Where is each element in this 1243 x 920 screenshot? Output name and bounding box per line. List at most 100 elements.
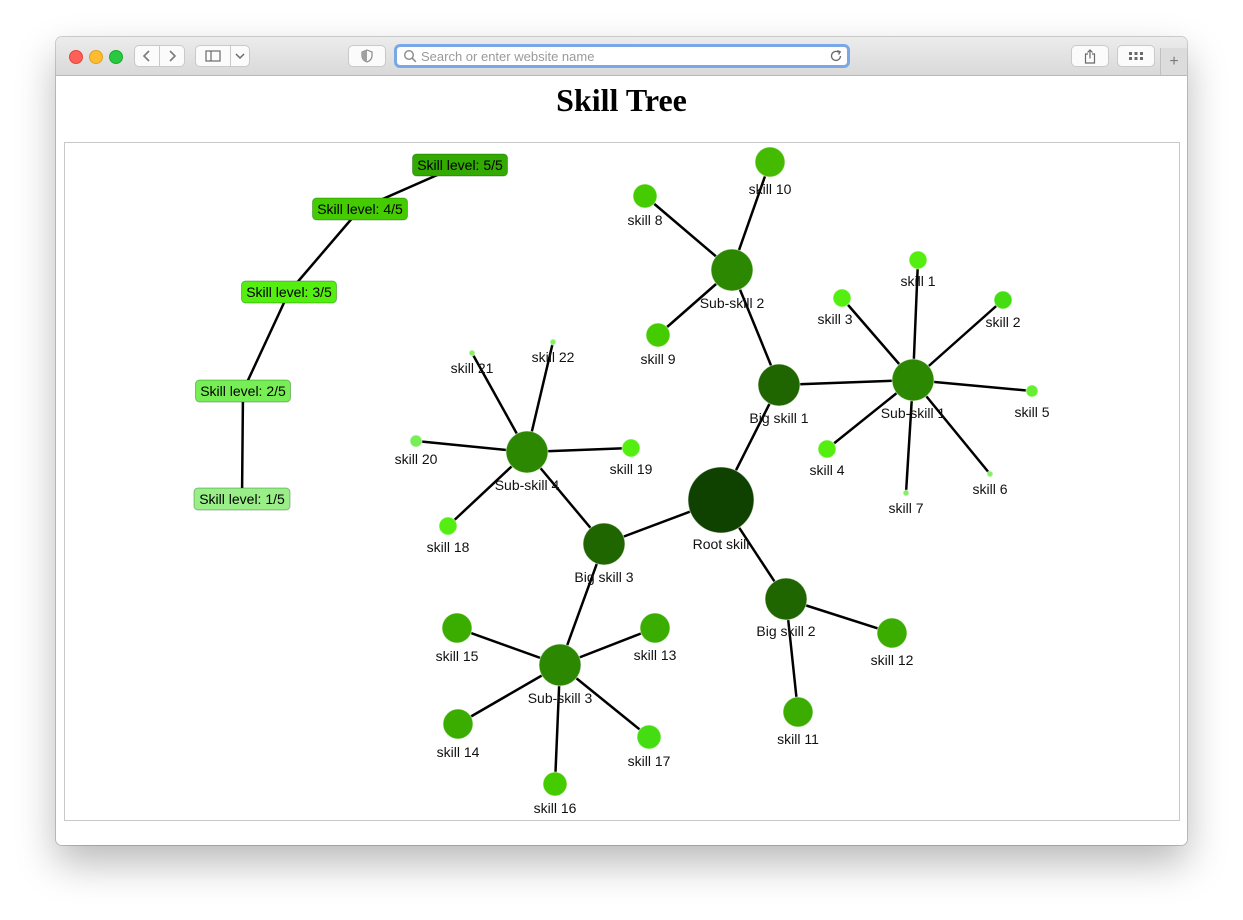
node-label-s6: skill 6 [972,481,1007,497]
node-label-big1: Big skill 1 [749,410,808,426]
legend-label: Skill level: 5/5 [417,157,503,173]
legend-item-level-5: Skill level: 5/5 [412,153,508,177]
node-label-sub2: Sub-skill 2 [700,295,765,311]
node-s1[interactable] [908,250,928,270]
node-s10[interactable] [754,146,786,178]
node-s4[interactable] [817,439,837,459]
browser-toolbar: + [56,37,1187,76]
legend-box [312,197,408,221]
node-label-s16: skill 16 [534,800,577,816]
node-s3[interactable] [832,288,852,308]
node-s19[interactable] [621,438,641,458]
legend-box [195,379,291,403]
legend-box [412,153,508,177]
sidebar-button[interactable] [195,45,231,67]
node-label-s15: skill 15 [436,648,479,664]
legend-label: Skill level: 4/5 [317,201,403,217]
privacy-report-button[interactable] [348,45,386,67]
node-s5[interactable] [1025,384,1039,398]
node-s18[interactable] [438,516,458,536]
minimize-window-button[interactable] [89,50,103,64]
legend-item-level-3: Skill level: 3/5 [241,280,337,304]
node-label-big2: Big skill 2 [756,623,815,639]
node-label-s12: skill 12 [871,652,914,668]
node-label-s19: skill 19 [610,461,653,477]
node-label-s20: skill 20 [395,451,438,467]
node-s8[interactable] [632,183,658,209]
node-label-s1: skill 1 [900,273,935,289]
node-s6[interactable] [986,470,994,478]
node-sub3[interactable] [538,643,582,687]
legend-box [241,280,337,304]
node-big3[interactable] [582,522,626,566]
node-label-big3: Big skill 3 [574,569,633,585]
legend-edge [288,208,361,293]
legend-item-level-1: Skill level: 1/5 [193,487,291,511]
sidebar-icon [205,50,221,62]
node-label-s2: skill 2 [985,314,1020,330]
nodes-layer [409,146,1039,797]
close-window-button[interactable] [69,50,83,64]
legend-item-level-2: Skill level: 2/5 [195,379,291,403]
chevron-left-icon [142,50,150,62]
node-label-s18: skill 18 [427,539,470,555]
node-s2[interactable] [993,290,1013,310]
grid-icon [1129,52,1143,60]
node-sub4[interactable] [505,430,549,474]
sidebar-menu-button[interactable] [230,45,250,67]
share-icon [1084,48,1096,64]
node-s15[interactable] [441,612,473,644]
node-s20[interactable] [409,434,423,448]
zoom-window-button[interactable] [109,50,123,64]
node-label-s10: skill 10 [749,181,792,197]
node-big2[interactable] [764,577,808,621]
node-s11[interactable] [782,696,814,728]
chevron-right-icon [169,50,177,62]
node-s17[interactable] [636,724,662,750]
node-s13[interactable] [639,612,671,644]
legend-label: Skill level: 1/5 [199,491,285,507]
address-input[interactable] [421,48,829,64]
edge-big1-sub1 [778,378,914,387]
legend-item-level-4: Skill level: 4/5 [312,197,408,221]
node-label-root: Root skill [693,536,750,552]
node-s21[interactable] [468,349,476,357]
tab-overview-button[interactable] [1117,45,1155,67]
node-s16[interactable] [542,771,568,797]
node-label-s5: skill 5 [1014,404,1049,420]
node-sub2[interactable] [710,248,754,292]
forward-button[interactable] [159,45,185,67]
node-s9[interactable] [645,322,671,348]
search-icon [403,49,417,63]
node-s7[interactable] [902,489,910,497]
legend-label: Skill level: 2/5 [200,383,286,399]
node-s14[interactable] [442,708,474,740]
address-bar[interactable] [394,44,850,68]
node-label-sub4: Sub-skill 4 [495,477,560,493]
node-label-s17: skill 17 [628,753,671,769]
node-label-s21: skill 21 [451,360,494,376]
back-button[interactable] [134,45,160,67]
legend-box [193,487,291,511]
node-sub1[interactable] [891,358,935,402]
reload-icon[interactable] [829,49,843,63]
node-label-s3: skill 3 [817,311,852,327]
page-title: Skill Tree [556,82,687,118]
node-s22[interactable] [549,338,557,346]
legend-edge [240,390,245,500]
node-root[interactable] [687,466,755,534]
node-s12[interactable] [876,617,908,649]
new-tab-button[interactable]: + [1160,48,1187,75]
share-button[interactable] [1071,45,1109,67]
node-big1[interactable] [757,363,801,407]
node-label-s4: skill 4 [809,462,844,478]
node-label-s11: skill 11 [777,731,819,747]
labels-layer: Root skill Big skill 1 Big skill 2 Big skil… [395,181,1050,816]
legend-label: Skill level: 3/5 [246,284,332,300]
node-label-s13: skill 13 [634,647,677,663]
node-label-sub3: Sub-skill 3 [528,690,593,706]
